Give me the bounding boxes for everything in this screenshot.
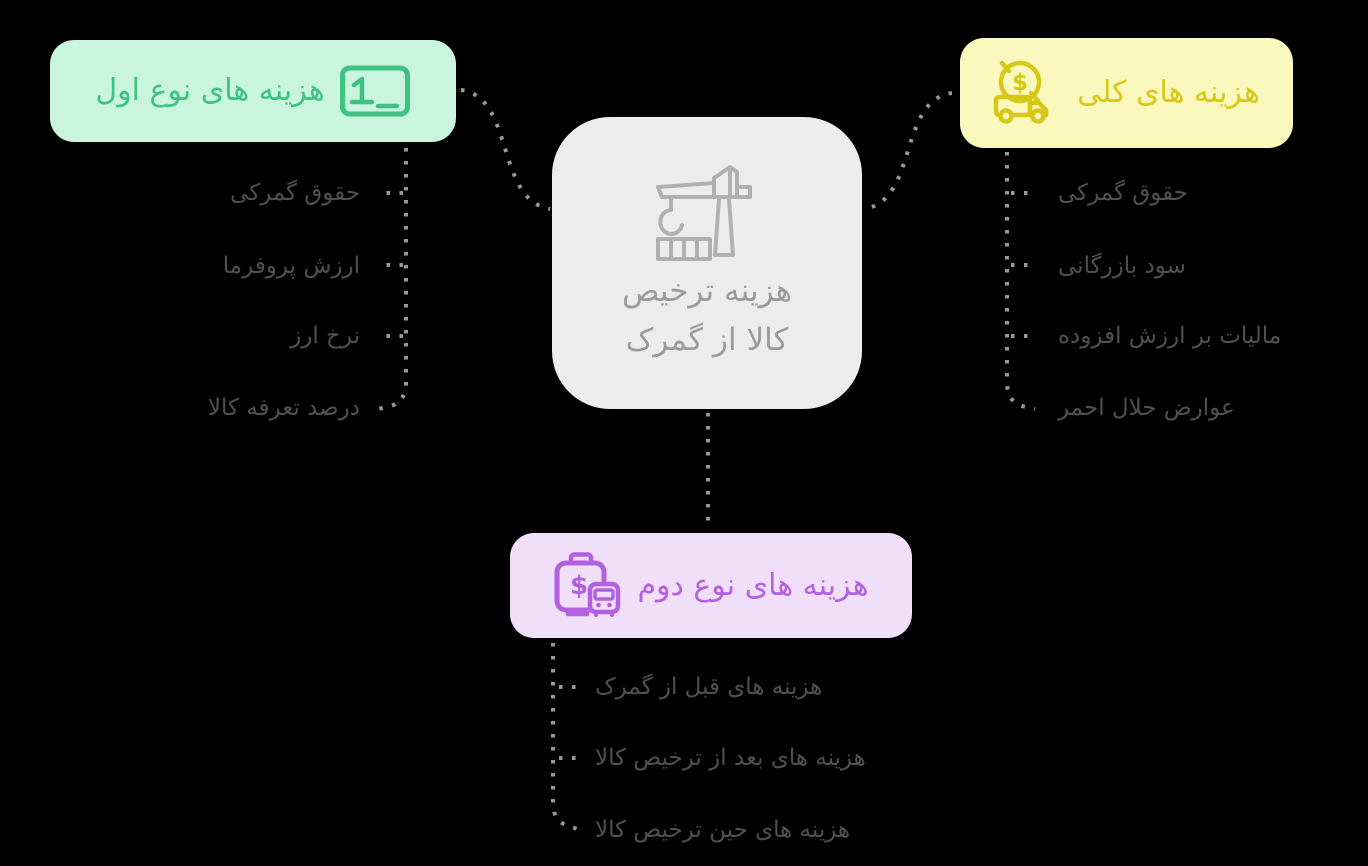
svg-text:$: $ (1012, 70, 1028, 96)
dollar-coin-truck-icon: $ (993, 60, 1049, 124)
branch-total-costs-node: هزینه های کلی $ (960, 38, 1293, 148)
total-costs-item: مالیات بر ارزش افزوده (1058, 323, 1282, 349)
branch-second-type-label: هزینه های نوع دوم (637, 567, 869, 603)
first-type-item: نرخ ارز (290, 323, 360, 349)
dollar-suitcase-bus-icon: $ (554, 551, 621, 617)
central-topic-node: هزینه ترخیص کالا از گمرک (552, 117, 862, 409)
branch-first-type-label: هزینه های نوع اول (95, 73, 325, 108)
connector-total-to-center (863, 91, 953, 211)
second-type-item: هزینه های بعد از ترخیص کالا (595, 745, 866, 771)
first-type-item: ارزش پروفرما (222, 253, 360, 279)
svg-text:$: $ (570, 571, 588, 601)
branch-line-total (1005, 152, 1036, 411)
central-topic-title-line1: هزینه ترخیص (621, 273, 793, 309)
number-one-box-icon (339, 65, 410, 117)
branch-total-costs-label: هزینه های کلی (1077, 75, 1260, 110)
container-crane-icon (656, 165, 752, 261)
total-costs-item: حقوق گمرکی (1058, 180, 1188, 206)
total-costs-item: عوارض حلال احمر (1058, 395, 1235, 421)
central-topic-title-line2: کالا از گمرک (625, 322, 789, 358)
connector-first-to-center (460, 88, 551, 211)
total-costs-item: سود بازرگانی (1058, 253, 1186, 279)
second-type-item: هزینه های حین ترخیص کالا (595, 817, 851, 843)
branch-second-type-node: هزینه های نوع دوم $ (510, 533, 912, 638)
second-type-item: هزینه های قبل از گمرک (595, 674, 823, 700)
first-type-item: حقوق گمرکی (230, 180, 360, 206)
branch-line-first (377, 148, 408, 411)
branch-first-type-node: هزینه های نوع اول (50, 40, 456, 142)
branch-line-second (551, 643, 582, 832)
first-type-item: درصد تعرفه کالا (207, 395, 360, 421)
